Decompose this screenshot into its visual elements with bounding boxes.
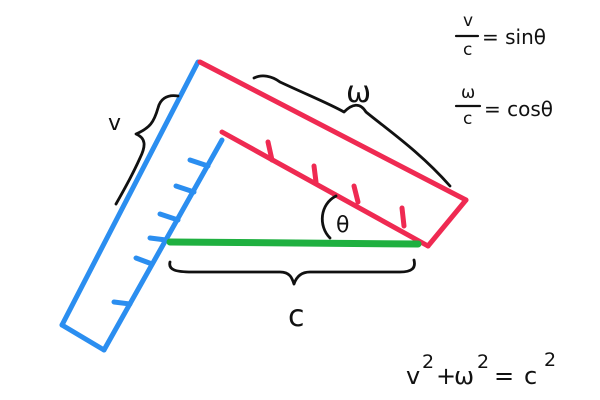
red-ruler-right-end [425,197,469,249]
pyth-c-exp: 2 [544,349,556,371]
blue-ruler [59,59,225,353]
equation-sin: v c = sinθ [454,11,546,60]
red-ruler [197,59,469,249]
eq1-rhs: = sinθ [482,25,546,49]
red-tick [351,183,361,205]
red-ruler-inner-edge [219,129,431,249]
brace-v [114,94,180,206]
label-w: ω [346,75,371,110]
eq2-denominator: c [463,109,472,129]
green-segment-c [166,238,422,248]
blue-tick [133,255,155,267]
red-ruler-outer-edge [197,59,469,203]
blue-tick [173,183,197,195]
pyth-b-exp: 2 [477,351,489,373]
pyth-b: ω [454,362,474,390]
eq2-numerator: ω [461,83,475,103]
label-v: v [108,111,121,136]
eq2-rhs: = cosθ [484,97,553,121]
brace-c [168,258,416,286]
theta-arc [321,194,338,240]
blue-tick [147,235,169,243]
pyth-c: c [524,362,537,390]
pyth-a: v [406,362,420,390]
blue-ruler-outer-edge [59,59,201,328]
equation-cos: ω c = cosθ [454,83,553,129]
blue-ruler-bottom-end [59,322,107,353]
blue-tick [111,299,133,307]
label-theta: θ [336,213,349,238]
braces [114,74,452,286]
blue-tick [157,211,181,223]
blue-tick [187,157,211,169]
label-c: c [288,299,305,334]
eq1-numerator: v [463,11,473,31]
pyth-plus: + [436,362,456,390]
red-tick [265,139,275,163]
red-tick [311,163,319,185]
eq1-denominator: c [463,40,472,60]
pyth-eq: = [494,362,514,390]
red-tick [399,205,407,229]
pyth-a-exp: 2 [422,351,434,373]
brace-w [252,74,452,188]
blue-ruler-inner-edge [101,137,225,353]
pythagorean-equation: v 2 + ω 2 = c 2 [406,349,556,390]
